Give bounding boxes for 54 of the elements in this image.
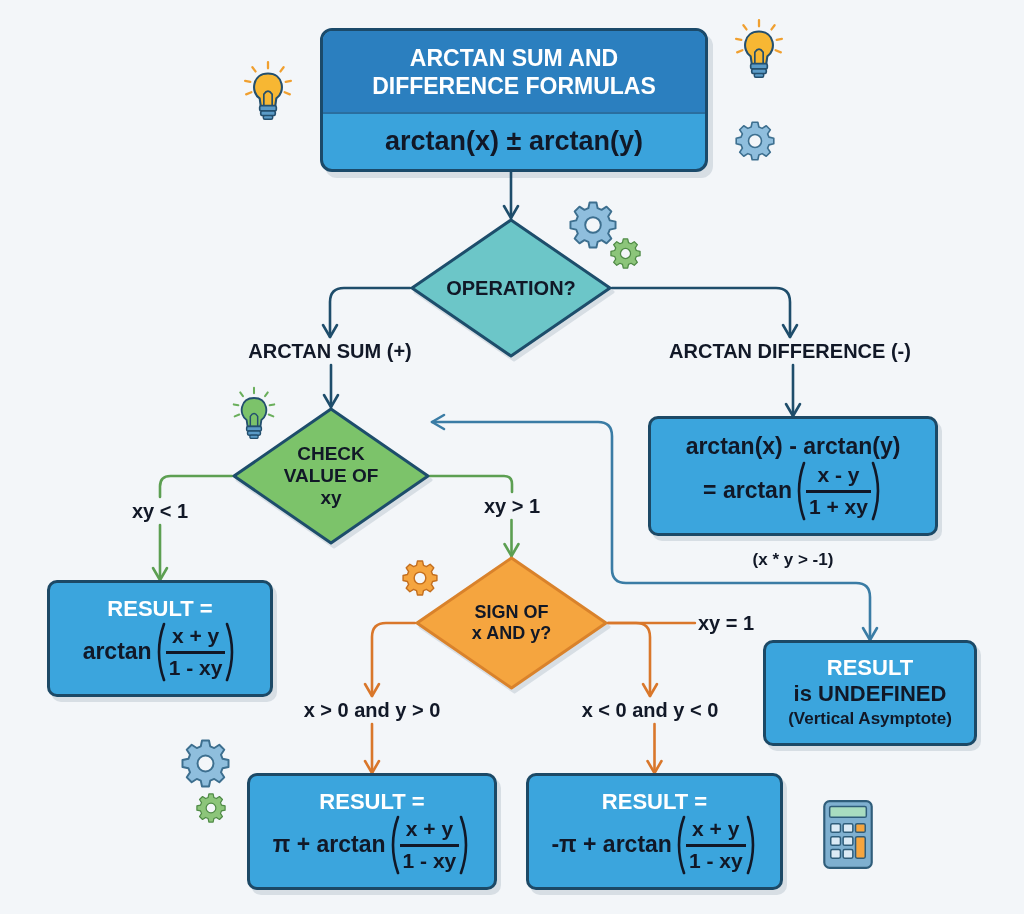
denominator: 1 + xy	[807, 493, 869, 519]
formula-box	[648, 416, 938, 536]
decision-diamond	[410, 218, 612, 358]
result-box	[526, 773, 783, 890]
denominator: 1 - xy	[167, 654, 224, 680]
arrow	[503, 518, 520, 558]
arrow	[610, 286, 799, 339]
denominator: 1 - xy	[687, 847, 744, 873]
arrow	[321, 286, 412, 339]
condition-label: xy < 1	[131, 500, 189, 522]
title-box	[320, 28, 708, 172]
condition-label: xy > 1	[483, 495, 541, 517]
formula-text: -π + arctan	[551, 830, 672, 860]
title-heading: ARCTAN SUM AND DIFFERENCE FORMULAS	[323, 31, 705, 114]
arrow	[363, 722, 381, 775]
result-heading: RESULT =	[107, 595, 213, 622]
decision-diamond	[415, 556, 608, 690]
formula-text: π + arctan	[272, 830, 386, 860]
result-box	[47, 580, 273, 697]
formula-text: arctan	[82, 637, 152, 667]
result-box	[763, 640, 977, 746]
arrow	[363, 621, 417, 698]
condition-label: x < 0 and y < 0	[581, 699, 719, 721]
arrow	[646, 722, 663, 775]
connector-line	[606, 621, 697, 625]
numerator: x + y	[404, 816, 455, 842]
result-box	[247, 773, 497, 890]
arrow	[322, 363, 340, 409]
decision-label: OPERATION?	[446, 276, 576, 300]
condition-label: xy = 1	[697, 612, 755, 634]
numerator: x - y	[816, 462, 861, 488]
condition-label: x > 0 and y > 0	[303, 699, 441, 721]
branch-label: ARCTAN SUM (+)	[248, 340, 412, 362]
result-text: is UNDEFINED	[793, 681, 947, 707]
numerator: x + y	[170, 623, 221, 649]
formula-text: arctan(x) - arctan(y)	[685, 431, 901, 460]
result-heading: RESULT =	[319, 788, 425, 815]
result-heading: RESULT =	[601, 788, 708, 815]
branch-label: ARCTAN DIFFERENCE (-)	[669, 340, 911, 362]
denominator: 1 - xy	[401, 847, 458, 873]
connector-line	[158, 474, 234, 499]
arrow	[502, 170, 520, 220]
numerator: x + y	[691, 816, 741, 842]
formula-text: arctan(x) ± arctan(y)	[385, 125, 643, 159]
result-heading: RESULT	[826, 655, 914, 681]
arrow	[151, 523, 169, 582]
decision-diamond	[232, 407, 430, 545]
note-text: (Vertical Asymptote)	[788, 708, 952, 730]
condition-note: (x * y > -1)	[752, 550, 834, 570]
formula-text: = arctan	[703, 476, 792, 506]
decision-label: CHECK VALUE OF xy	[282, 443, 380, 509]
decision-label: SIGN OF x AND y?	[470, 602, 553, 644]
arrow	[784, 363, 802, 418]
arrow	[430, 413, 879, 642]
